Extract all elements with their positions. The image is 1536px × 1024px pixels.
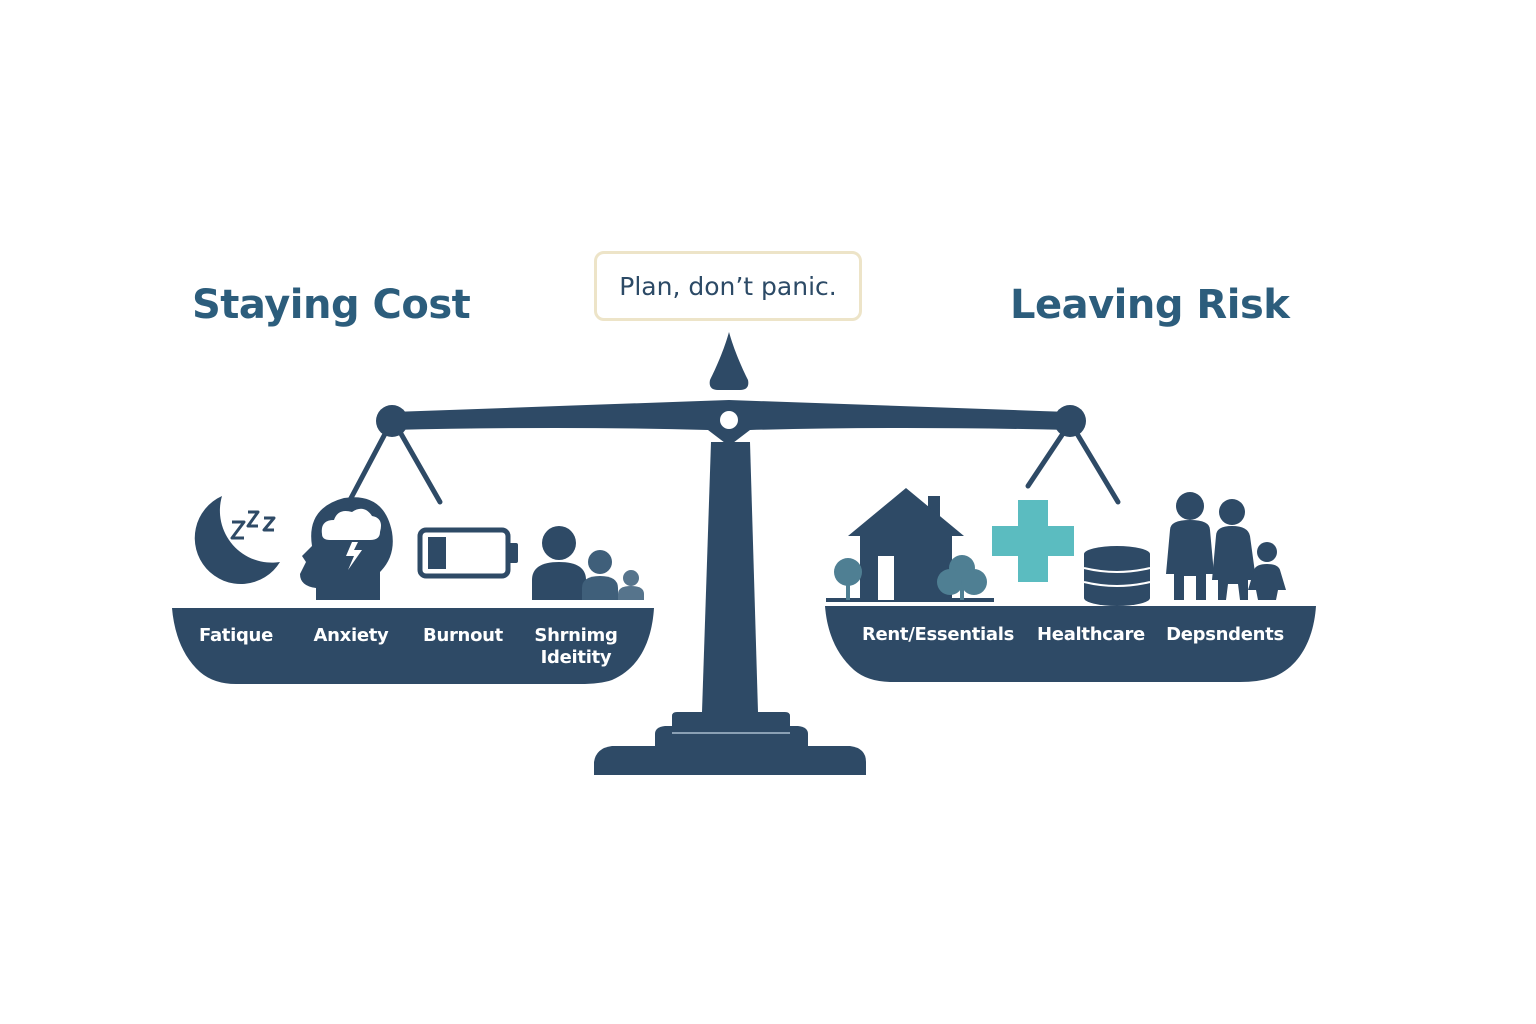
left-pan (172, 608, 654, 684)
shrinking-people-icon (532, 526, 644, 600)
leaving-risk-heading: Leaving Risk (1010, 282, 1290, 328)
house-trees-icon (826, 488, 994, 602)
plan-dont-panic-callout: Plan, don’t panic. (594, 251, 862, 321)
label-fatique: Fatique (199, 625, 273, 646)
label-shrinking-line1: Shrnimg (534, 625, 618, 646)
staying-cost-heading: Staying Cost (192, 282, 471, 328)
head-storm-cloud-icon (300, 497, 393, 600)
scale-pillar (702, 442, 758, 712)
label-rent-essentials: Rent/Essentials (861, 624, 1015, 645)
family-icon (1166, 492, 1286, 600)
label-identity-line2: Ideitity (540, 647, 612, 668)
right-pan (825, 606, 1316, 682)
label-healthcare: Healthcare (1037, 624, 1145, 645)
label-anxiety: Anxiety (313, 625, 389, 646)
label-shrinking-identity: Shrnimg Ideitity (534, 625, 617, 669)
medical-cross-coins-icon (992, 500, 1151, 606)
label-burnout: Burnout (423, 625, 503, 646)
scale-base (594, 712, 866, 775)
low-battery-icon (417, 527, 518, 579)
scale-finial (709, 332, 749, 390)
right-pivot (1054, 405, 1086, 437)
left-pivot (376, 405, 408, 437)
label-dependents: Depsndents (1166, 624, 1284, 645)
moon-sleep-icon (194, 496, 280, 585)
